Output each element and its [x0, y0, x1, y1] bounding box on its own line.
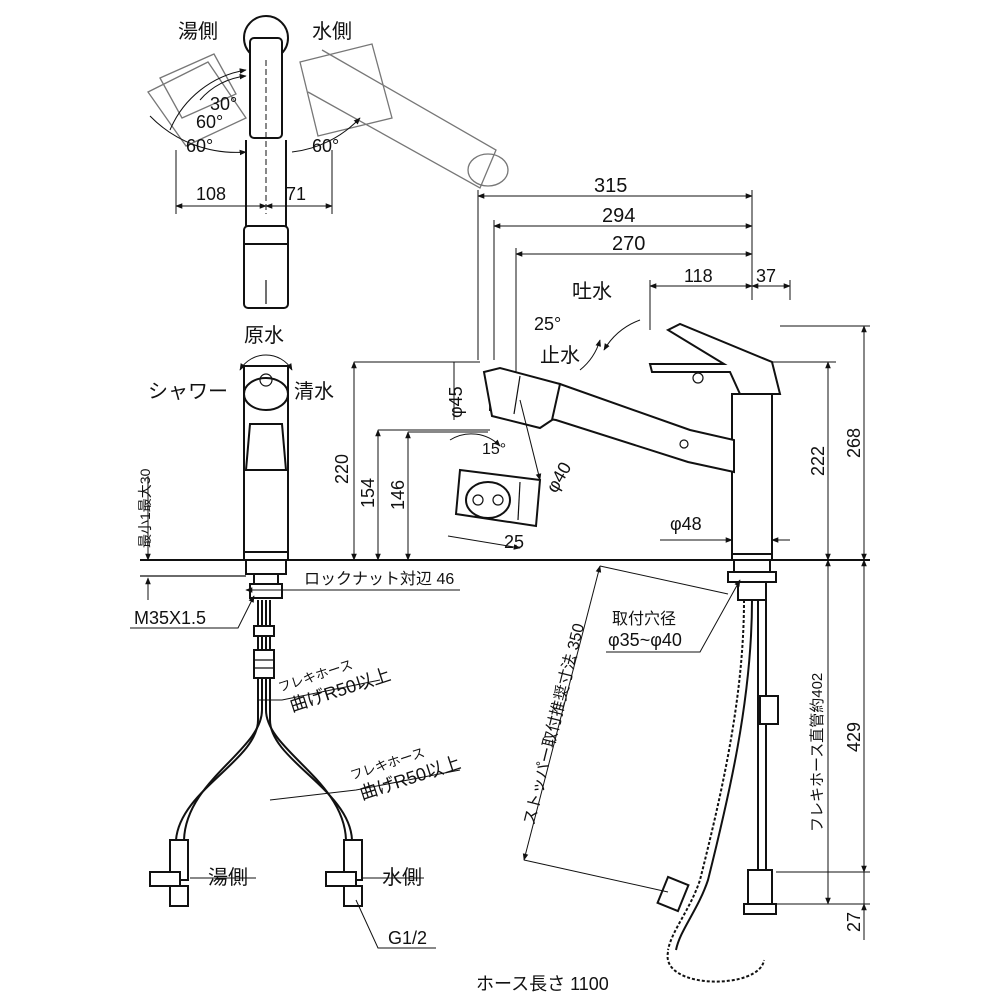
label-mount-hole-value: φ35~φ40 [608, 630, 682, 650]
side-spout-head [482, 366, 562, 430]
spray-head-face [454, 468, 542, 528]
label-g12: G1/2 [388, 928, 427, 948]
top-view [147, 15, 509, 232]
side-handle [648, 322, 782, 395]
label-dim-37: 37 [756, 266, 776, 286]
label-dim-27: 27 [844, 912, 864, 932]
ghost-spout-head [467, 153, 509, 187]
label-hose-straight: フレキホース直管約402 [809, 673, 826, 832]
side-view [351, 190, 870, 601]
label-dim-108: 108 [196, 184, 226, 204]
label-dim-294: 294 [602, 205, 635, 227]
label-hose-length: ホース長さ 1100 [476, 974, 609, 994]
label-angle-15: 15° [482, 441, 506, 458]
front-view [130, 354, 460, 629]
label-dim-146: 146 [388, 480, 408, 510]
label-dim-154: 154 [358, 478, 378, 508]
arc-30 [199, 73, 247, 101]
label-dim-25: 25 [504, 532, 524, 552]
label-dim-220: 220 [332, 454, 352, 484]
side-body [731, 393, 773, 561]
label-hot-side-bottom: 湯側 [208, 866, 248, 889]
label-shower: シャワー [148, 381, 228, 403]
label-angle-60-a: 60° [196, 112, 223, 132]
front-window [244, 423, 288, 471]
label-dia-45: φ45 [446, 386, 466, 418]
label-purified-water: 清水 [294, 380, 334, 403]
label-dim-270: 270 [612, 233, 645, 255]
label-angle-30: 30° [210, 94, 237, 114]
label-spout-water: 吐水 [572, 280, 612, 303]
label-angle-60-c: 60° [312, 136, 339, 156]
label-stop-water: 止水 [540, 344, 580, 367]
label-dim-71: 71 [286, 184, 306, 204]
front-head [243, 377, 289, 411]
label-dia-48: φ48 [670, 514, 702, 534]
spout-head-end-view [243, 225, 289, 309]
label-dim-268: 268 [844, 428, 864, 458]
label-dim-222: 222 [808, 446, 828, 476]
arc-60-a [169, 68, 247, 131]
side-hose [522, 559, 870, 983]
ghost-spout-swing [307, 49, 497, 189]
flex-hoses [149, 600, 461, 949]
label-dim-429: 429 [844, 722, 864, 752]
ghost-handle-cold [299, 43, 393, 137]
label-cold-side-top: 水側 [312, 20, 352, 43]
label-hot-side-top: 湯側 [178, 20, 218, 43]
label-mount-hole: 取付穴径 [612, 610, 676, 628]
label-min-max: 最小1最大30 [137, 468, 153, 548]
ghost-handle-hot-2 [159, 53, 237, 119]
label-dia-40: φ40 [542, 459, 575, 496]
arc-60-c [291, 117, 361, 153]
label-thread: M35X1.5 [134, 608, 206, 628]
label-dim-315: 315 [594, 175, 627, 197]
label-cold-side-bottom: 水側 [382, 866, 422, 889]
label-raw-water: 原水 [244, 324, 284, 347]
label-angle-60-b: 60° [186, 136, 213, 156]
label-stopper-dim: ストッパー取付推奨寸法 350 [520, 622, 588, 827]
label-dim-118: 118 [684, 266, 713, 286]
label-angle-25: 25° [534, 314, 561, 334]
ghost-handle-hot [147, 61, 247, 147]
arc-60-b [149, 115, 247, 156]
label-lock-nut: ロックナット対辺 46 [304, 570, 454, 588]
